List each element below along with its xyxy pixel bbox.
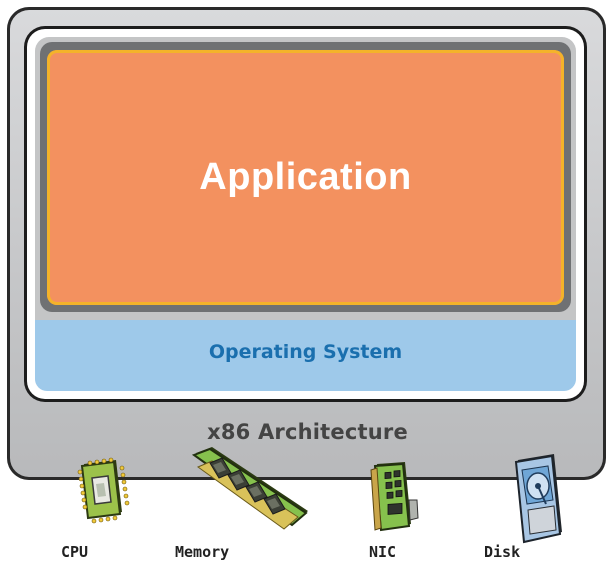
application-layer: [47, 50, 564, 305]
memory-module-icon: [191, 447, 308, 530]
memory-component: [190, 445, 320, 545]
disk-component: [510, 452, 570, 547]
cpu-chip-icon: [77, 457, 130, 524]
disk-label: Disk: [484, 543, 521, 561]
operating-system-label: Operating System: [208, 341, 403, 363]
x86-architecture-label: x86 Architecture: [207, 420, 408, 444]
network-card-icon: [370, 462, 419, 532]
nic-component: [365, 460, 425, 540]
memory-label: Memory: [175, 543, 230, 561]
cpu-label: CPU: [61, 543, 89, 561]
cpu-component: [70, 457, 130, 533]
application-label: Application: [199, 156, 412, 198]
nic-label: NIC: [369, 543, 397, 561]
disk-drive-icon: [514, 454, 562, 544]
operating-system-band: [35, 320, 576, 391]
